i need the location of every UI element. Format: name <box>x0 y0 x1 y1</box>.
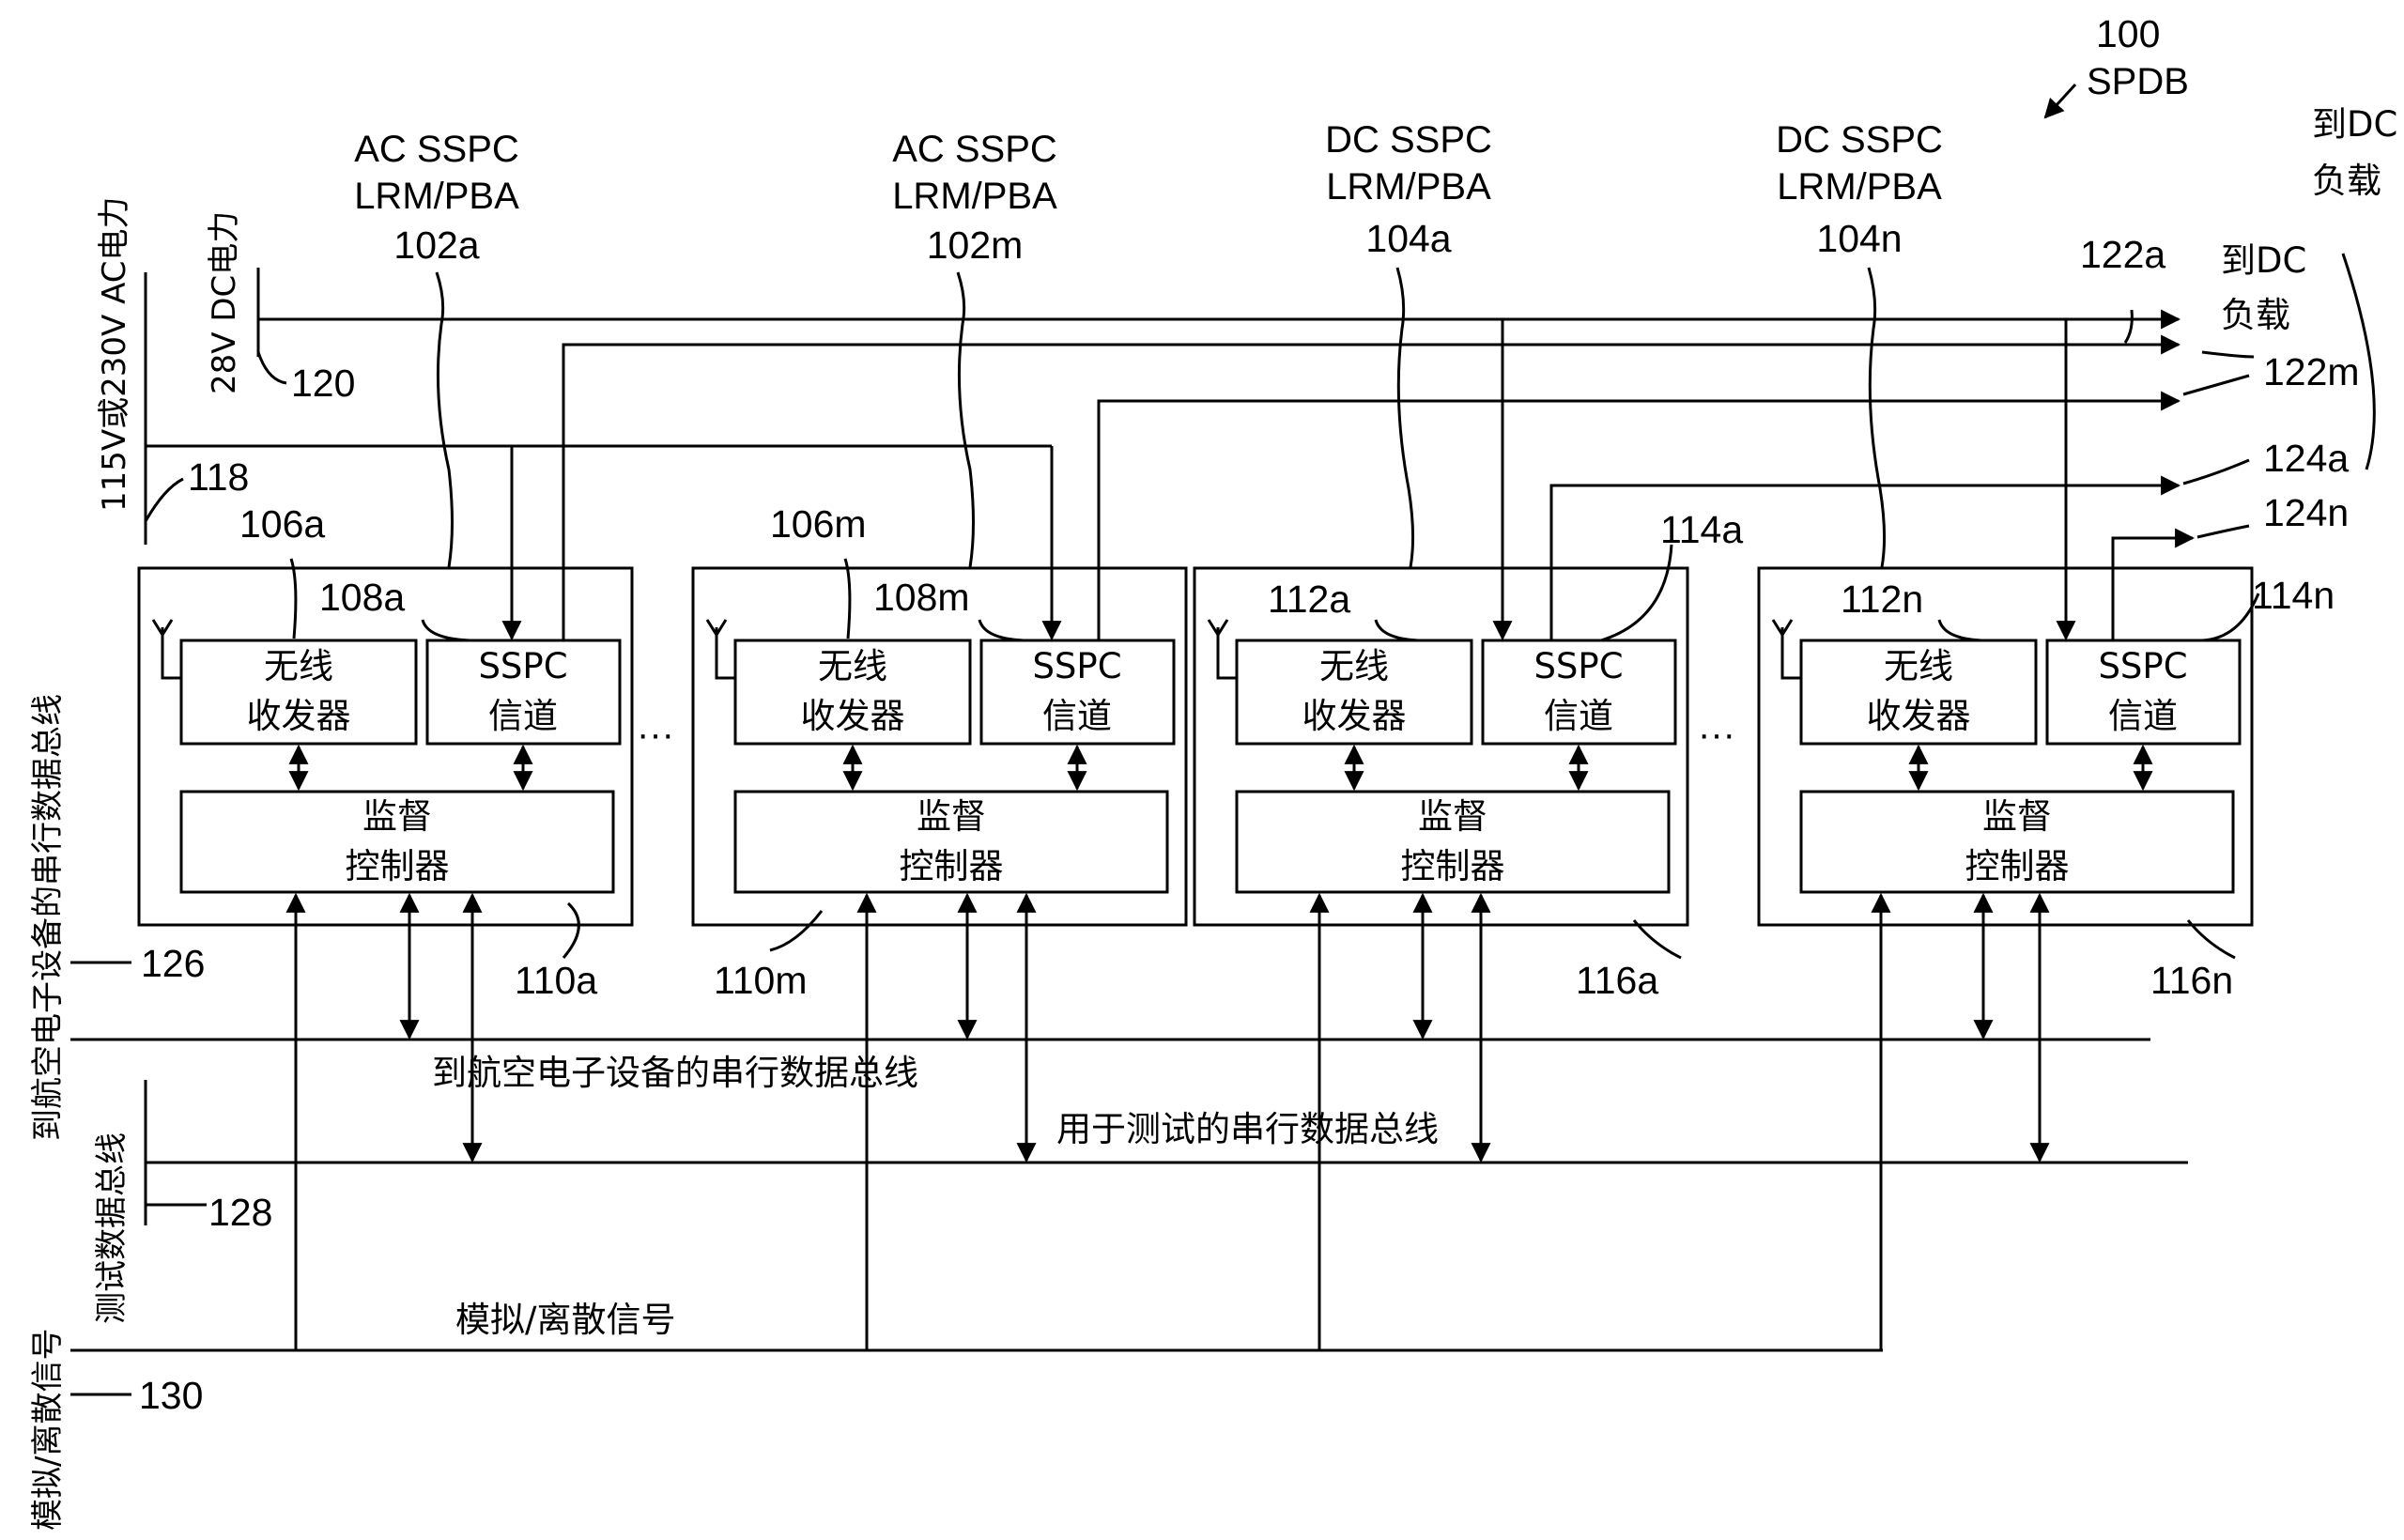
controller-label: 控制器 <box>900 846 1004 886</box>
ref-116a: 116a <box>1576 959 1658 1002</box>
controller-block <box>179 790 615 894</box>
test-bus-label: 测试数据总线 <box>93 1132 131 1324</box>
transceiver-label: 收发器 <box>801 696 905 736</box>
transceiver-label: 收发器 <box>247 696 351 736</box>
module-box-102m <box>691 566 1188 927</box>
channel-label: 信道 <box>1544 696 1613 736</box>
dc-load-top-label: 到DC 负载 <box>2312 104 2404 201</box>
ref-118: 118 <box>188 455 249 499</box>
channel-label: 信道 <box>2108 696 2178 736</box>
ref-124n: 124n <box>2263 491 2349 534</box>
transceiver-label: 收发器 <box>1302 696 1407 736</box>
transceiver-block <box>179 639 418 746</box>
controller-label: 监督 <box>1418 796 1487 837</box>
ref-122m: 122m <box>2263 350 2360 393</box>
sspc-channel-block <box>2045 639 2242 746</box>
dc-power-label: 28V DC电力 <box>206 211 243 394</box>
module-ref-102m: 102m <box>927 223 1024 267</box>
transceiver-label: 无线 <box>818 646 887 686</box>
dc-load-mid-label: 到DC 负载 <box>2221 240 2318 335</box>
ref-110m: 110m <box>714 959 808 1002</box>
dc-load-mid-line-2: 负载 <box>2221 295 2290 335</box>
ref-130: 130 <box>139 1374 203 1417</box>
module-ref-104n: 104n <box>1816 217 1902 260</box>
ref-106a: 106a <box>239 502 325 546</box>
controller-label: 控制器 <box>1401 846 1505 886</box>
ref-124a: 124a <box>2263 437 2349 480</box>
ref-114a: 114a <box>1660 508 1743 551</box>
discrete-bus-label: 模拟/离散信号 <box>29 1329 67 1531</box>
ref-112a: 112a <box>1268 578 1350 621</box>
transceiver-block <box>1799 639 2038 746</box>
antenna-icon <box>705 619 735 680</box>
controller-label: 监督 <box>362 796 432 837</box>
controller-label: 监督 <box>917 796 986 837</box>
module-ref-104a: 104a <box>1365 217 1451 260</box>
antenna-icon <box>1771 619 1801 680</box>
module-subtitle-104a: LRM/PBA <box>1326 166 1491 208</box>
module-box-102a <box>137 566 634 927</box>
dc-load-top-line-1: 到DC <box>2312 104 2397 145</box>
avionics-bus-label: 到航空电子设备的串行数据总线 <box>29 694 67 1141</box>
controller-block <box>733 790 1169 894</box>
module-title-104n: DC SSPC <box>1776 119 1943 161</box>
transceiver-block <box>1235 639 1473 746</box>
controller-block <box>1799 790 2235 894</box>
antenna-icon <box>1207 619 1237 680</box>
controller-label: 控制器 <box>1965 846 2070 886</box>
test-bus-inline-label: 用于测试的串行数据总线 <box>1056 1109 1439 1149</box>
module-box-104n <box>1757 566 2254 927</box>
leader-118 <box>144 477 184 522</box>
transceiver-block <box>733 639 972 746</box>
module-title-102m: AC SSPC <box>892 129 1057 170</box>
sspc-channel-block <box>979 639 1176 746</box>
dc-load-top-line-2: 负载 <box>2312 161 2381 201</box>
ref-120: 120 <box>291 362 355 405</box>
transceiver-label: 无线 <box>264 646 333 686</box>
controller-label: 控制器 <box>346 846 450 886</box>
channel-label: 信道 <box>1042 696 1112 736</box>
module-subtitle-102a: LRM/PBA <box>354 176 519 217</box>
dc-load-mid-line-1: 到DC <box>2221 240 2306 281</box>
antenna-icon <box>151 619 181 680</box>
figure-number: 100 <box>2096 12 2160 55</box>
module-title-102a: AC SSPC <box>354 129 519 170</box>
ellipsis-1: ··· <box>637 714 674 755</box>
ref-108a: 108a <box>319 576 405 619</box>
ref-122a: 122a <box>2080 233 2165 276</box>
ref-116n: 116n <box>2150 959 2233 1002</box>
ac-power-label: 115V或230V AC电力 <box>96 196 133 512</box>
transceiver-label: 收发器 <box>1867 696 1971 736</box>
ref-128: 128 <box>208 1191 272 1234</box>
channel-label: SSPC <box>2098 646 2187 686</box>
ref-106m: 106m <box>770 502 867 546</box>
module-subtitle-102m: LRM/PBA <box>892 176 1057 217</box>
sspc-channel-block <box>1481 639 1677 746</box>
controller-label: 监督 <box>1982 796 2052 837</box>
channel-label: SSPC <box>1032 646 1121 686</box>
controller-block <box>1235 790 1671 894</box>
module-box-104a <box>1193 566 1689 927</box>
module-title-104a: DC SSPC <box>1325 119 1492 161</box>
ref-114n: 114n <box>2252 574 2335 617</box>
channel-label: SSPC <box>478 646 567 686</box>
avionics-bus-inline-label: 到航空电子设备的串行数据总线 <box>432 1053 918 1093</box>
transceiver-label: 无线 <box>1884 646 1953 686</box>
ref-108m: 108m <box>873 576 970 619</box>
leader-120 <box>256 351 287 385</box>
ref-112n: 112n <box>1841 578 1923 621</box>
discrete-bus-inline-label: 模拟/离散信号 <box>455 1300 675 1340</box>
ref-110a: 110a <box>515 959 597 1002</box>
sspc-channel-block <box>425 639 622 746</box>
transceiver-label: 无线 <box>1319 646 1389 686</box>
ellipsis-2: ··· <box>1698 714 1735 755</box>
channel-label: SSPC <box>1533 646 1623 686</box>
ref-126: 126 <box>141 942 205 985</box>
module-subtitle-104n: LRM/PBA <box>1777 166 1942 208</box>
module-ref-102a: 102a <box>393 223 479 267</box>
channel-label: 信道 <box>488 696 558 736</box>
figure-name: SPDB <box>2087 61 2189 102</box>
